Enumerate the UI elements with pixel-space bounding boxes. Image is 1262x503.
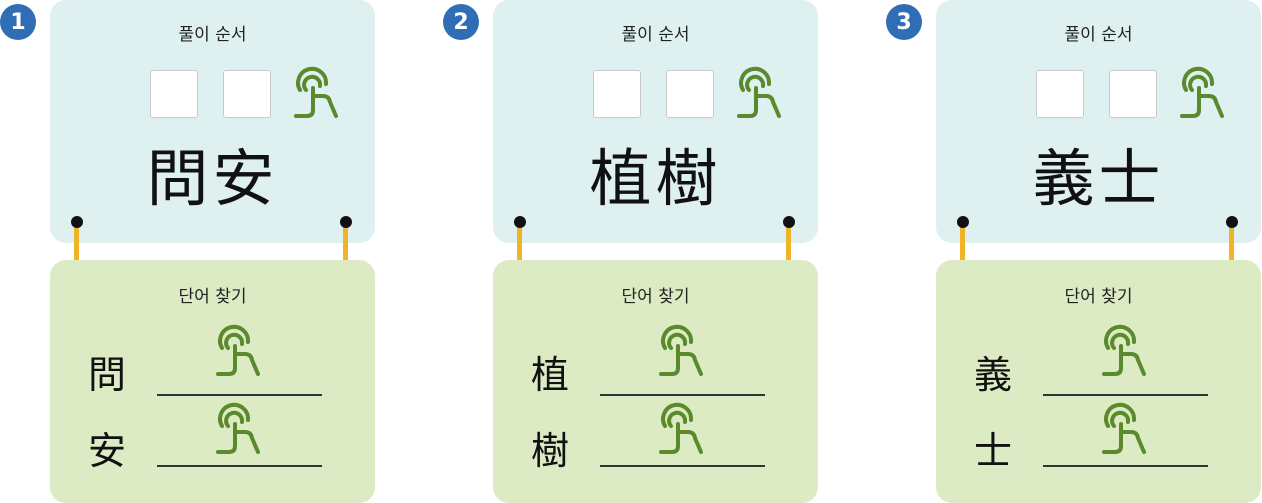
answer-box-1[interactable]: [1036, 70, 1084, 118]
hanja-character: 植: [531, 353, 570, 397]
binder-ring-right: [343, 222, 348, 278]
binder-ring-left: [517, 222, 522, 278]
solving-order-card: 풀이 순서 植樹: [493, 0, 818, 243]
word-search-card: 단어 찾기 義 士: [936, 260, 1261, 503]
binder-ring-right: [786, 222, 791, 278]
word-search-title: 단어 찾기: [621, 287, 690, 307]
binder-ring-left: [74, 222, 79, 278]
solving-order-title: 풀이 순서: [1064, 25, 1133, 45]
hanja-character: 義: [974, 353, 1013, 397]
main-word: 問安: [146, 142, 279, 215]
ring-hole: [783, 216, 795, 228]
main-word: 植樹: [589, 142, 722, 215]
answer-line[interactable]: [600, 465, 765, 467]
hanja-character: 安: [88, 429, 127, 473]
touch-hand-icon[interactable]: [212, 324, 268, 382]
answer-line[interactable]: [157, 394, 322, 396]
binder-ring-right: [1229, 222, 1234, 278]
touch-hand-icon[interactable]: [1176, 66, 1232, 124]
solving-order-title: 풀이 순서: [621, 25, 690, 45]
answer-box-2[interactable]: [223, 70, 271, 118]
answer-line[interactable]: [1043, 465, 1208, 467]
solving-order-card: 풀이 순서 問安: [50, 0, 375, 243]
word-search-title: 단어 찾기: [1064, 287, 1133, 307]
ring-hole: [514, 216, 526, 228]
word-search-title: 단어 찾기: [178, 287, 247, 307]
touch-hand-icon[interactable]: [655, 402, 711, 460]
word-search-card: 단어 찾기 問 安: [50, 260, 375, 503]
binder-ring-left: [960, 222, 965, 278]
card-set-1: 1 풀이 순서 問安 단어 찾기 問 安: [0, 0, 375, 503]
step-number-badge: 3: [886, 4, 922, 40]
touch-hand-icon[interactable]: [1098, 402, 1154, 460]
answer-box-1[interactable]: [593, 70, 641, 118]
card-set-2: 2 풀이 순서 植樹 단어 찾기 植 樹: [443, 0, 818, 503]
touch-hand-icon[interactable]: [733, 66, 789, 124]
solving-order-title: 풀이 순서: [178, 25, 247, 45]
main-word: 義士: [1032, 142, 1165, 215]
ring-hole: [340, 216, 352, 228]
answer-line[interactable]: [600, 394, 765, 396]
card-set-3: 3 풀이 순서 義士 단어 찾기 義 士: [886, 0, 1261, 503]
ring-hole: [71, 216, 83, 228]
solving-order-card: 풀이 순서 義士: [936, 0, 1261, 243]
answer-line[interactable]: [157, 465, 322, 467]
step-number-badge: 1: [0, 4, 36, 40]
step-number-badge: 2: [443, 4, 479, 40]
answer-box-2[interactable]: [1109, 70, 1157, 118]
word-search-card: 단어 찾기 植 樹: [493, 260, 818, 503]
ring-hole: [1226, 216, 1238, 228]
answer-box-1[interactable]: [150, 70, 198, 118]
ring-hole: [957, 216, 969, 228]
touch-hand-icon[interactable]: [212, 402, 268, 460]
answer-box-2[interactable]: [666, 70, 714, 118]
touch-hand-icon[interactable]: [290, 66, 346, 124]
answer-line[interactable]: [1043, 394, 1208, 396]
touch-hand-icon[interactable]: [655, 324, 711, 382]
touch-hand-icon[interactable]: [1098, 324, 1154, 382]
hanja-character: 問: [88, 353, 127, 397]
hanja-character: 士: [974, 429, 1013, 473]
hanja-character: 樹: [531, 429, 570, 473]
